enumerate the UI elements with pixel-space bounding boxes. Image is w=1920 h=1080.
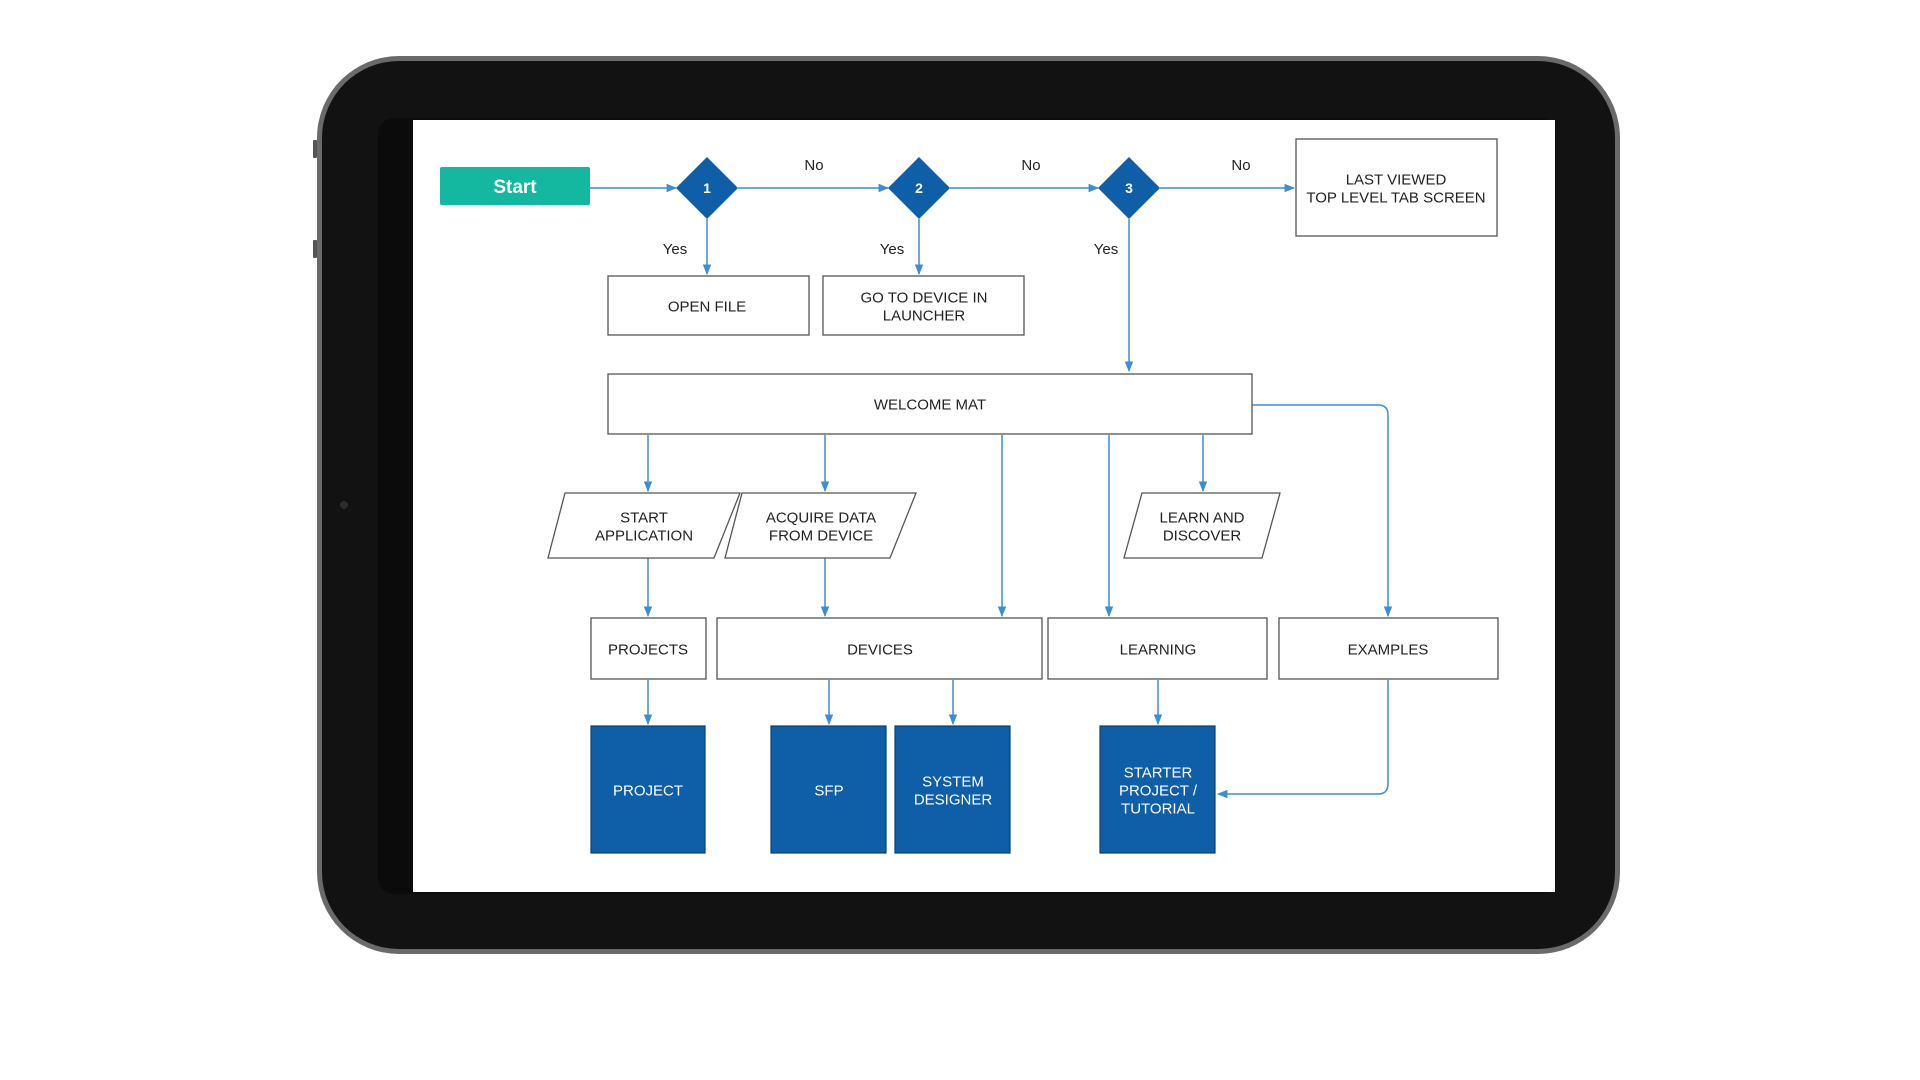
starter-outcome: [1099, 725, 1216, 854]
examples-box: [1278, 617, 1499, 680]
no-label: No: [1231, 157, 1250, 174]
start-label: Start: [493, 177, 537, 198]
decision-1: 1: [676, 157, 738, 219]
yes-label: Yes: [663, 241, 687, 258]
connectors: [590, 183, 1393, 799]
project-outcome: [590, 725, 706, 854]
decision-2: 2: [888, 157, 950, 219]
learning-box: [1047, 617, 1268, 680]
sfp-label: SFP: [814, 782, 843, 799]
front-camera-icon: [340, 501, 348, 509]
input-shapes: [547, 492, 1281, 559]
last-viewed-box: [1295, 138, 1498, 237]
decision-3-label: 3: [1125, 180, 1133, 196]
connector-examples-starter: [1216, 680, 1389, 799]
no-label: No: [804, 157, 823, 174]
welcome-mat-box: [607, 373, 1253, 435]
sfp-outcome: [770, 725, 887, 854]
no-label: No: [1021, 157, 1040, 174]
learning-label: LEARNING: [1120, 641, 1197, 658]
open-file-label: OPEN FILE: [668, 298, 746, 315]
decision-3: 3: [1098, 157, 1160, 219]
learn-discover-shape: [1123, 492, 1281, 559]
examples-label: EXAMPLES: [1348, 641, 1429, 658]
open-file-box: [607, 275, 810, 336]
start-node: Start: [440, 167, 590, 205]
decision-1-label: 1: [703, 180, 711, 196]
decision-2-label: 2: [915, 180, 923, 196]
start-application-shape: [547, 492, 741, 559]
branch-labels: No No No Yes Yes Yes: [663, 157, 1251, 258]
yes-label: Yes: [1094, 241, 1118, 258]
project-label: PROJECT: [613, 782, 683, 799]
devices-label: DEVICES: [847, 641, 913, 658]
system-designer-outcome: [894, 725, 1011, 854]
acquire-data-shape: [724, 492, 917, 559]
outcome-boxes: [590, 725, 1216, 854]
yes-label: Yes: [880, 241, 904, 258]
connector-welcome-examples: [1252, 404, 1393, 618]
process-boxes: [590, 138, 1499, 680]
go-to-device-box: [822, 275, 1025, 336]
welcome-mat-label: WELCOME MAT: [874, 396, 986, 413]
projects-box: [590, 617, 707, 680]
projects-label: PROJECTS: [608, 641, 688, 658]
devices-box: [716, 617, 1043, 680]
side-button-top: [313, 140, 317, 158]
side-button-mid: [313, 240, 317, 258]
